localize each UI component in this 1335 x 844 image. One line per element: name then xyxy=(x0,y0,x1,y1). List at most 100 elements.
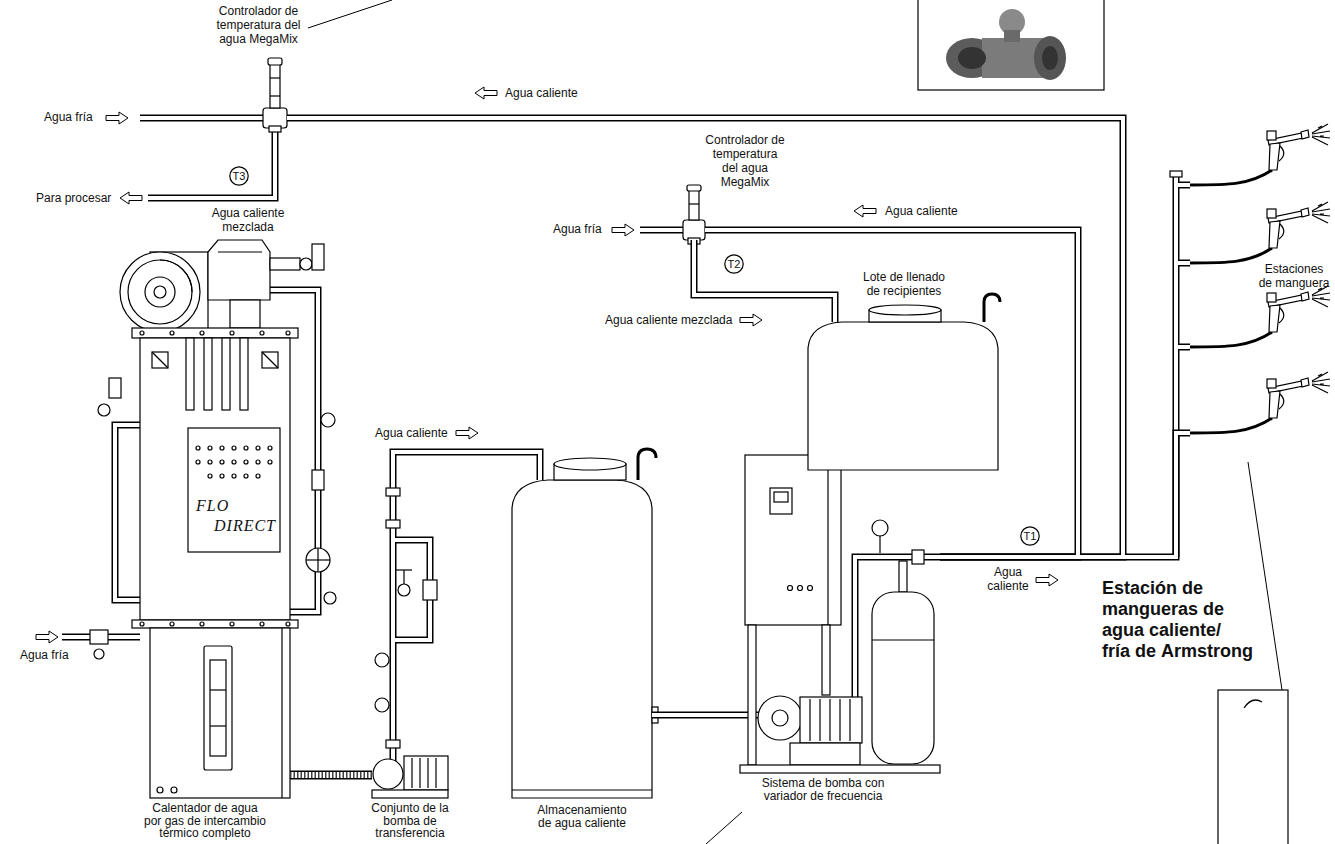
pipe xyxy=(1170,171,1182,177)
vfd-pump-system xyxy=(849,699,850,741)
water-heater xyxy=(220,474,224,478)
sensor-tag: T2 xyxy=(724,254,744,274)
vfd-pump-system xyxy=(748,625,756,765)
transfer-pump xyxy=(386,488,400,496)
water-heater xyxy=(196,460,200,464)
brand-mark: DIRECT xyxy=(214,517,276,535)
water-heater xyxy=(312,244,324,270)
hose-braid xyxy=(393,452,540,480)
water-heater xyxy=(150,628,290,798)
vfd-pump-system xyxy=(809,699,810,741)
photo-inset xyxy=(958,47,986,69)
water-heater xyxy=(230,331,234,335)
fill-tank: Lote de llenado de recipientes xyxy=(808,322,998,470)
water-heater xyxy=(268,446,272,450)
fill-tank xyxy=(808,322,998,470)
water-heater xyxy=(145,277,175,307)
flow-arrow xyxy=(475,87,497,99)
mixing-valve xyxy=(263,58,705,244)
equipment-caption: Almacenamiento de agua caliente xyxy=(534,804,630,829)
water-heater xyxy=(220,460,224,464)
transfer-pump xyxy=(372,488,448,798)
photo-inset xyxy=(918,0,1104,90)
water-heater xyxy=(312,470,324,490)
hose-braid xyxy=(290,772,372,778)
water-heater xyxy=(230,300,260,328)
transfer-pump xyxy=(386,740,400,748)
pipe xyxy=(393,452,540,480)
equipment-caption: Estaciones de manguera xyxy=(1258,262,1330,290)
water-heater xyxy=(281,628,282,798)
text-holder: Agua caliente xyxy=(985,565,1031,593)
vfd-pump-system xyxy=(770,488,792,514)
text-holder: Calentador de agua por gas de intercambi… xyxy=(143,802,267,840)
text-holder: T2 xyxy=(724,254,744,274)
storage-tank: Almacenamiento de agua caliente xyxy=(512,480,652,798)
flow-label: Agua caliente xyxy=(375,426,448,440)
sensor-label: T1 xyxy=(1024,531,1037,542)
leader-line xyxy=(308,0,392,28)
hose-braid xyxy=(694,240,835,322)
water-heater xyxy=(220,446,224,450)
water-heater xyxy=(232,460,236,464)
transfer-pump xyxy=(373,759,403,789)
vfd-pump-system xyxy=(827,455,828,625)
pipe-core xyxy=(652,713,705,717)
mixing-valve xyxy=(687,185,701,191)
vfd-pump-system xyxy=(740,765,940,773)
fill-tank xyxy=(869,305,941,315)
text-holder: Agua fría xyxy=(44,110,93,124)
photo-inset xyxy=(1042,46,1058,70)
water-heater xyxy=(256,460,260,464)
text-holder: Estaciones de manguera xyxy=(1258,262,1330,290)
equipment-caption: Controlador de temperatura del agua Mega… xyxy=(211,4,306,46)
hose-gun xyxy=(1267,372,1330,418)
mixing-valve xyxy=(683,220,705,240)
flow-arrow xyxy=(36,631,58,643)
equipment-caption: Controlador de temperatura del agua Mega… xyxy=(703,133,787,189)
text-holder: Para procesar xyxy=(36,191,111,205)
water-heater xyxy=(210,660,226,756)
pipe-core xyxy=(290,772,372,778)
mixing-valve xyxy=(270,95,280,96)
text-holder: Agua caliente xyxy=(885,204,958,218)
water-heater xyxy=(306,548,330,572)
text-holder: Controlador de temperatura del agua Mega… xyxy=(211,4,306,46)
transfer-pump xyxy=(375,653,389,667)
pipe-core xyxy=(287,118,1190,775)
text-holder: Agua fría xyxy=(20,648,69,662)
mixing-valve xyxy=(263,108,287,128)
callout-title: Estación de mangueras de agua caliente/ … xyxy=(1102,578,1254,662)
equipment-caption: Sistema de bomba con variador de frecuen… xyxy=(750,777,896,802)
flow-arrow xyxy=(36,87,1058,643)
text-holder: T3 xyxy=(229,166,249,186)
text-holder: Conjunto de la bomba de transferencia xyxy=(367,802,453,840)
text-holder: Agua caliente mezclada xyxy=(605,313,732,327)
text-holder: Agua caliente xyxy=(505,86,578,100)
vfd-pump-system xyxy=(772,710,788,726)
leader-line xyxy=(1248,462,1282,690)
water-heater xyxy=(270,258,300,270)
vfd-pump-system xyxy=(788,586,793,591)
mixing-valve xyxy=(269,126,281,132)
storage-tank xyxy=(638,449,656,480)
photo-inset xyxy=(918,0,1104,90)
detail-inset xyxy=(1244,700,1262,708)
pipe-core xyxy=(940,433,1190,557)
temperature-controller: Controlador de temperatura del agua Mega… xyxy=(263,108,287,128)
sensor-circle xyxy=(1021,527,1039,545)
equipment-caption: Calentador de agua por gas de intercambi… xyxy=(143,802,267,840)
sensor-tag: T3 xyxy=(229,166,249,186)
pipe-core xyxy=(694,240,835,322)
water-heater xyxy=(232,446,236,450)
vfd-pump-system xyxy=(740,455,940,773)
brand-mark: FLO xyxy=(196,497,229,515)
temperature-controller: Controlador de temperatura del agua Mega… xyxy=(683,220,705,240)
water-heater xyxy=(317,548,318,572)
transfer-pump xyxy=(375,698,389,712)
water-heater xyxy=(132,620,298,628)
water-heater xyxy=(94,649,104,659)
sensor-label: T3 xyxy=(233,171,246,182)
vfd-pump-system xyxy=(822,625,830,695)
